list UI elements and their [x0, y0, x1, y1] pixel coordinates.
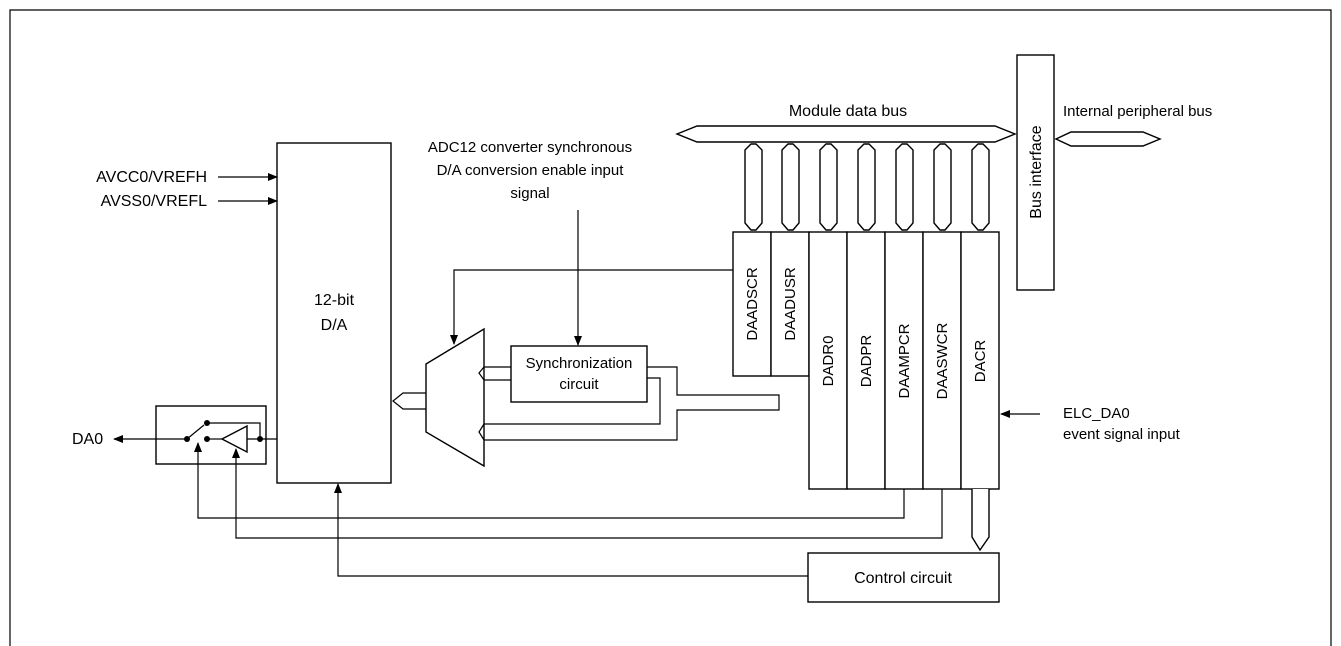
avss-label: AVSS0/VREFL: [101, 193, 208, 210]
dac-12bit-box: [276, 142, 392, 484]
da0-label: DA0: [72, 431, 103, 448]
dac-label-line2: D/A: [321, 317, 348, 334]
sync-to-mux-bus: [478, 366, 511, 381]
control-label: Control circuit: [854, 570, 952, 587]
figure-frame: [9, 9, 1332, 646]
sync-circuit-box: [510, 345, 648, 403]
register-block: DAADSCR DAADUSR DADR0 DADPR DAAMPCR DAAS…: [732, 231, 1000, 490]
daampcr-control-line: [194, 442, 905, 519]
module-data-bus: [675, 125, 1017, 143]
mux-output-bus: [392, 392, 426, 410]
register-label: DAASWCR: [934, 322, 951, 399]
multiplexer: [425, 327, 485, 468]
register-daadscr: [732, 231, 772, 377]
adc-sync-label-line3: signal: [510, 185, 549, 202]
output-switch-box: [155, 405, 267, 465]
internal-peripheral-bus-label: Internal peripheral bus: [1063, 103, 1212, 120]
module-data-bus-label: Module data bus: [789, 103, 907, 120]
register-label: DAADSCR: [744, 267, 761, 341]
switch-bypass-line: [207, 422, 261, 439]
register-daampcr: [884, 231, 924, 490]
adc-sync-label-line2: D/A conversion enable input: [437, 162, 625, 179]
bus-interface-box: [1016, 54, 1055, 291]
elc-label-line2: event signal input: [1063, 426, 1181, 443]
register-bus-drops: [744, 143, 990, 231]
control-circuit-box: [807, 552, 1000, 603]
dac-label-line1: 12-bit: [314, 292, 355, 309]
register-label: DADR0: [820, 336, 837, 387]
register-label: DAAMPCR: [896, 323, 913, 398]
register-dacr: [960, 231, 1000, 490]
data-bus-return: [478, 366, 780, 441]
register-label: DADPR: [858, 335, 875, 388]
avcc-label: AVCC0/VREFH: [96, 169, 207, 186]
register-label: DAADUSR: [782, 267, 799, 341]
adc-sync-label-line1: ADC12 converter synchronous: [428, 139, 632, 156]
daaswcr-control-line: [232, 448, 943, 539]
sync-label-line2: circuit: [559, 376, 599, 393]
register-label: DACR: [972, 340, 989, 383]
elc-label-line1: ELC_DA0: [1063, 405, 1130, 422]
sync-label-line1: Synchronization: [526, 355, 633, 372]
switch-blade: [186, 424, 205, 440]
internal-peripheral-bus: [1054, 131, 1162, 147]
control-to-dac-line: [334, 483, 808, 577]
register-daadusr: [770, 231, 810, 377]
dacr-control-bus: [971, 489, 990, 552]
bus-interface-label: Bus interface: [1028, 125, 1045, 218]
daadscr-select-line: [450, 269, 733, 345]
